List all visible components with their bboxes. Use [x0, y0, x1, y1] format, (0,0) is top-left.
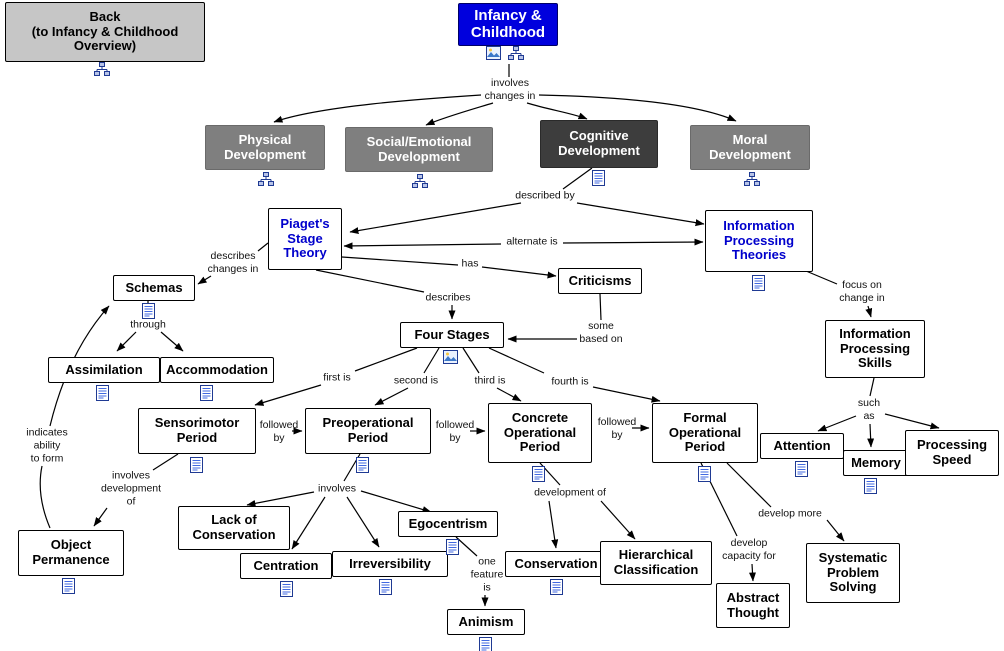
document-icon[interactable] — [446, 539, 462, 555]
link-label-has: has — [459, 257, 481, 271]
document-icon[interactable] — [550, 579, 566, 595]
image-icon[interactable] — [486, 46, 502, 62]
node-piagets-stage-theory[interactable]: Piaget's Stage Theory — [268, 208, 342, 270]
node-information-processing-skills[interactable]: Information Processing Skills — [825, 320, 925, 378]
node-systematic-problem-solving[interactable]: Systematic Problem Solving — [806, 543, 900, 603]
link-label-alternate-is: alternate is — [504, 235, 560, 249]
document-icon[interactable] — [379, 579, 395, 595]
node-accommodation[interactable]: Accommodation — [160, 357, 274, 383]
link-label-develop-capacity-for: develop capacity for — [720, 536, 778, 564]
node-abstract-thought[interactable]: Abstract Thought — [716, 583, 790, 628]
node-four-stages[interactable]: Four Stages — [400, 322, 504, 348]
link-label-followed-by-1: followed by — [257, 418, 301, 446]
link-label-some-based-on: some based on — [577, 319, 625, 347]
link-label-involves-development-of: involves development of — [98, 469, 164, 509]
link-label-followed-by-2: followed by — [433, 418, 477, 446]
link-label-through: through — [128, 318, 168, 332]
node-centration[interactable]: Centration — [240, 553, 332, 579]
link-label-such-as: such as — [855, 396, 883, 424]
link-label-development-of: development of — [532, 486, 608, 500]
node-moral-development[interactable]: Moral Development — [690, 125, 810, 170]
node-object-permanence[interactable]: Object Permanence — [18, 530, 124, 576]
document-icon[interactable] — [795, 461, 811, 477]
link-label-describes-changes-in: describes changes in — [205, 249, 261, 277]
sitemap-icon[interactable] — [412, 174, 428, 190]
link-label-third-is: third is — [472, 374, 508, 388]
link-label-first-is: first is — [321, 371, 353, 385]
image-icon[interactable] — [443, 350, 459, 366]
node-sensorimotor-period[interactable]: Sensorimotor Period — [138, 408, 256, 454]
node-infancy-childhood[interactable]: Infancy & Childhood — [458, 3, 558, 46]
sitemap-icon[interactable] — [508, 46, 524, 62]
node-social-emotional-development[interactable]: Social/Emotional Development — [345, 127, 493, 172]
node-concrete-operational-period[interactable]: Concrete Operational Period — [488, 403, 592, 463]
node-lack-of-conservation[interactable]: Lack of Conservation — [178, 506, 290, 550]
link-label-focus-on-change-in: focus on change in — [837, 278, 887, 306]
node-irreversibility[interactable]: Irreversibility — [332, 551, 448, 577]
document-icon[interactable] — [479, 637, 495, 651]
node-criticisms[interactable]: Criticisms — [558, 268, 642, 294]
link-label-followed-by-3: followed by — [595, 415, 639, 443]
document-icon[interactable] — [142, 303, 158, 319]
sitemap-icon[interactable] — [94, 62, 110, 78]
document-icon[interactable] — [864, 478, 880, 494]
link-label-described-by: described by — [513, 189, 577, 203]
document-icon[interactable] — [532, 466, 548, 482]
document-icon[interactable] — [62, 578, 78, 594]
link-label-second-is: second is — [391, 374, 441, 388]
link-label-fourth-is: fourth is — [549, 375, 591, 389]
node-animism[interactable]: Animism — [447, 609, 525, 635]
node-formal-operational-period[interactable]: Formal Operational Period — [652, 403, 758, 463]
node-preoperational-period[interactable]: Preoperational Period — [305, 408, 431, 454]
node-physical-development[interactable]: Physical Development — [205, 125, 325, 170]
document-icon[interactable] — [592, 170, 608, 186]
link-label-one-feature-is: one feature is — [468, 555, 506, 595]
document-icon[interactable] — [200, 385, 216, 401]
link-label-indicates-ability-to-form: indicates ability to form — [24, 426, 70, 466]
document-icon[interactable] — [280, 581, 296, 597]
node-conservation[interactable]: Conservation — [505, 551, 607, 577]
back-button[interactable]: Back (to Infancy & Childhood Overview) — [5, 2, 205, 62]
node-hierarchical-classification[interactable]: Hierarchical Classification — [600, 541, 712, 585]
document-icon[interactable] — [698, 466, 714, 482]
sitemap-icon[interactable] — [258, 172, 274, 188]
document-icon[interactable] — [190, 457, 206, 473]
node-egocentrism[interactable]: Egocentrism — [398, 511, 498, 537]
node-assimilation[interactable]: Assimilation — [48, 357, 160, 383]
document-icon[interactable] — [356, 457, 372, 473]
document-icon[interactable] — [96, 385, 112, 401]
node-schemas[interactable]: Schemas — [113, 275, 195, 301]
node-information-processing-theories[interactable]: Information Processing Theories — [705, 210, 813, 272]
node-processing-speed[interactable]: Processing Speed — [905, 430, 999, 476]
document-icon[interactable] — [752, 275, 768, 291]
link-label-develop-more: develop more — [756, 507, 824, 521]
link-label-involves: involves — [316, 482, 358, 496]
link-label-involves-changes-in: involves changes in — [482, 76, 538, 104]
node-cognitive-development[interactable]: Cognitive Development — [540, 120, 658, 168]
sitemap-icon[interactable] — [744, 172, 760, 188]
link-label-describes: describes — [423, 291, 473, 305]
node-memory[interactable]: Memory — [843, 450, 909, 476]
node-attention[interactable]: Attention — [760, 433, 844, 459]
